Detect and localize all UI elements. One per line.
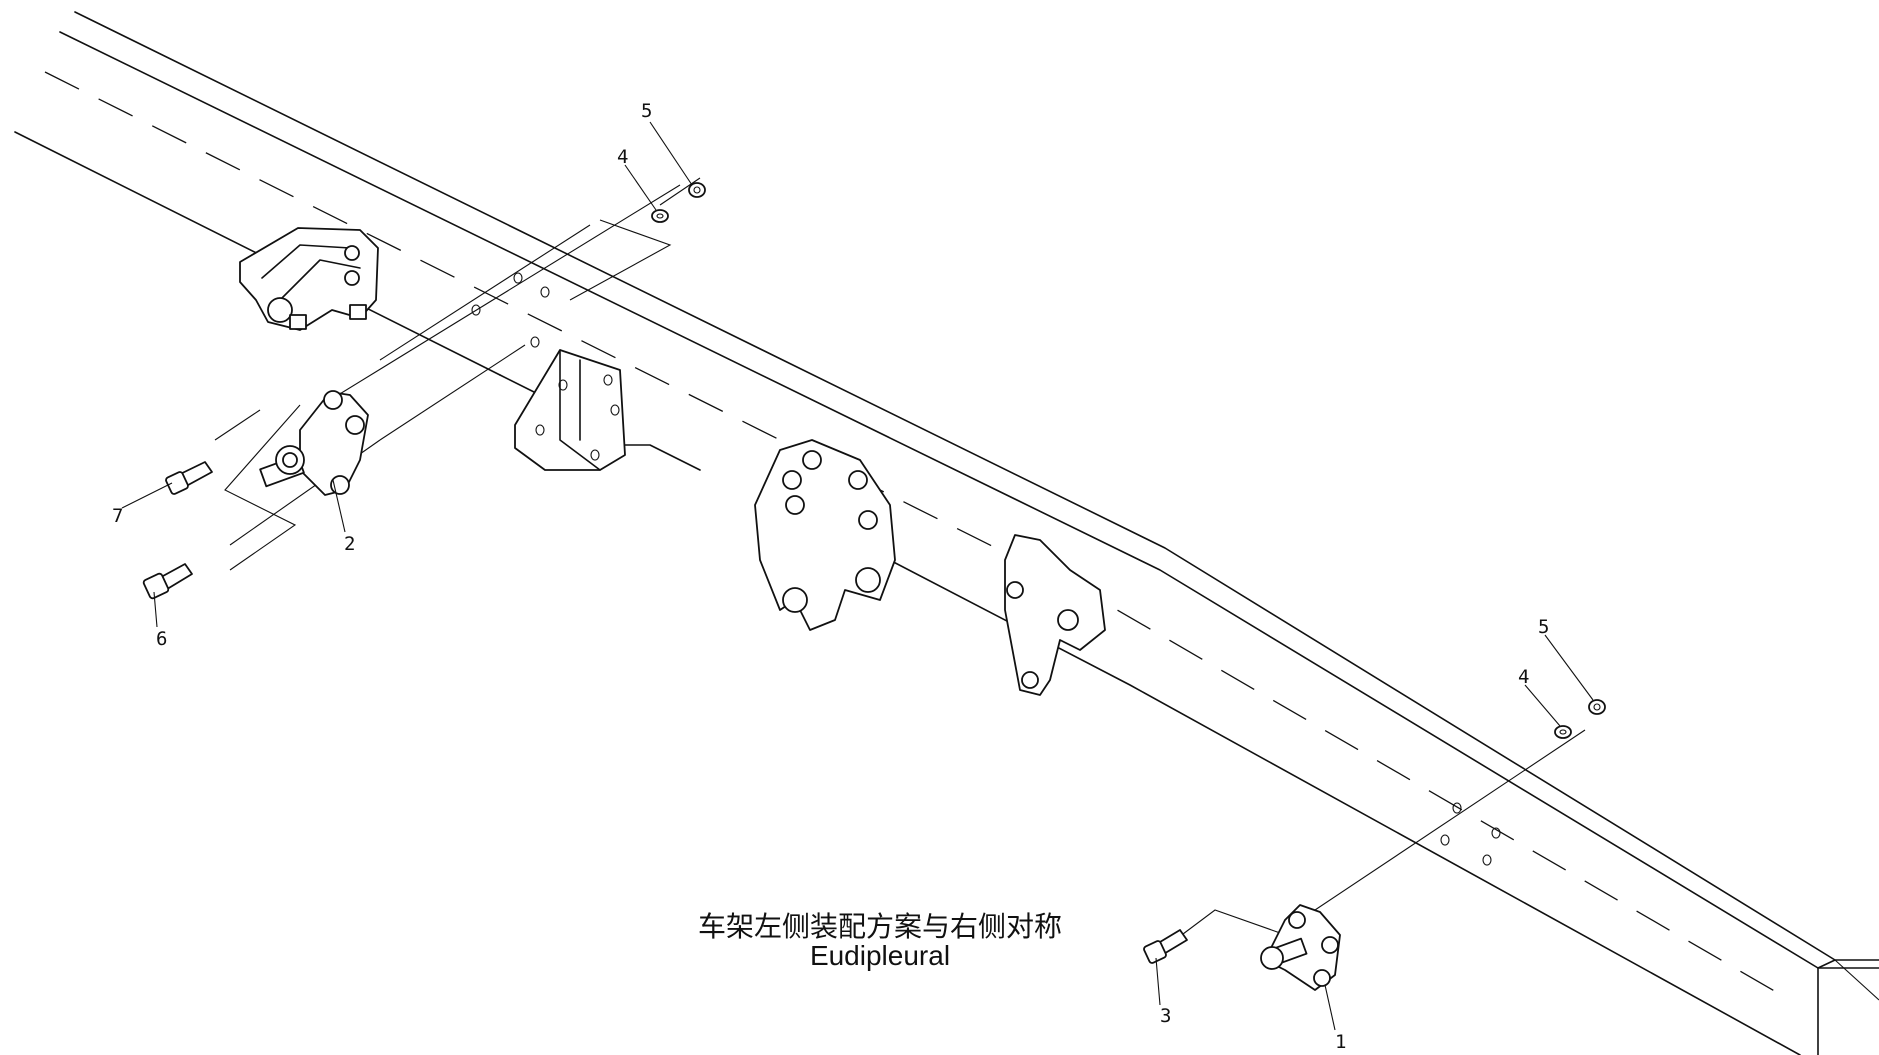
bolt-3 [1143, 929, 1188, 964]
nut-5-lower [1588, 699, 1606, 715]
callout-5-lower: 5 [1538, 616, 1549, 638]
spring-hanger-center [754, 439, 896, 631]
nut-5-upper [688, 182, 706, 198]
assembly-lines [214, 177, 1586, 941]
bolt-6 [142, 563, 193, 600]
washer-4-lower [1554, 725, 1572, 739]
callout-1: 1 [1335, 1031, 1346, 1053]
part-2-pin-bracket [259, 390, 369, 496]
leader-lines [121, 121, 1594, 1031]
callout-6: 6 [156, 628, 167, 650]
mounting-plate-bracket [514, 349, 701, 471]
washer-4-upper [651, 209, 669, 223]
callout-7: 7 [112, 505, 123, 527]
bolt-7 [165, 461, 213, 495]
upper-bracket [239, 227, 379, 331]
callout-4-lower: 4 [1518, 666, 1529, 688]
part-1-pin-bracket [1260, 904, 1341, 991]
frame-holes [471, 272, 1501, 866]
callout-5-upper: 5 [641, 100, 652, 122]
frame-rail [14, 11, 1879, 1055]
symmetry-note-cn: 车架左侧装配方案与右侧对称 [697, 910, 1062, 943]
callout-2: 2 [344, 533, 355, 555]
symmetry-note-en: Eudipleural [809, 940, 951, 971]
callout-4-upper: 4 [617, 146, 628, 168]
callout-3: 3 [1160, 1005, 1171, 1027]
rear-bracket [1004, 534, 1106, 696]
frame-centerline [44, 71, 1791, 1001]
